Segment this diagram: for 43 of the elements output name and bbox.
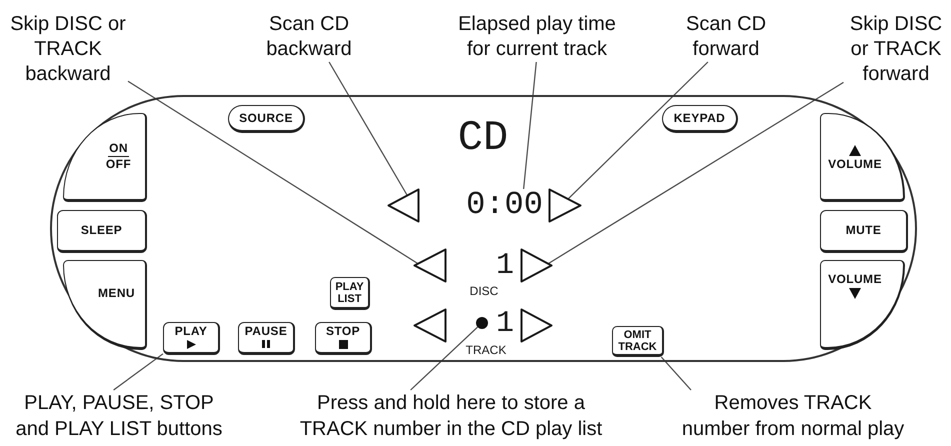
leader-line [410, 326, 478, 390]
callout-text: Skip DISC or TRACK forward [844, 12, 948, 87]
omit-track-button: OMIT TRACK [612, 326, 664, 357]
leader-line [128, 80, 418, 264]
right-arrow-button [520, 308, 553, 343]
menu-button: MENU [63, 260, 147, 350]
callout-text: Scan CD forward [676, 12, 776, 62]
volume-up-button: VOLUME [820, 113, 905, 202]
display-label: TRACK [466, 343, 506, 357]
mode-display: CD [458, 117, 508, 159]
callout-text: Scan CD backward [259, 12, 359, 62]
play-list-button: PLAY LIST [330, 277, 370, 310]
leader-line [113, 353, 164, 390]
source-button: SOURCE [228, 105, 305, 133]
right-arrow-button [548, 188, 582, 223]
left-arrow-button [413, 308, 447, 343]
volume-down-button: VOLUME [820, 260, 905, 350]
right-arrow-button [520, 248, 553, 283]
control-panel [50, 95, 917, 362]
stop-button: STOP [315, 322, 372, 355]
callout-text: PLAY, PAUSE, STOP and PLAY LIST buttons [9, 390, 229, 442]
left-arrow-button [387, 188, 420, 223]
display-label: DISC [470, 284, 498, 298]
touch-dot [476, 317, 488, 329]
leader-line [548, 82, 844, 264]
sleep-button: SLEEP [57, 210, 147, 253]
play-button: PLAY [163, 322, 220, 355]
leader-line [660, 356, 692, 390]
power-button: ON OFF [63, 113, 147, 202]
time-display: 0:00 [466, 189, 543, 221]
callout-text: Removes TRACK number from normal play [680, 390, 906, 442]
leader-line [568, 62, 708, 200]
digit-display: 1 [496, 251, 514, 281]
keypad-button: KEYPAD [662, 105, 738, 133]
pause-button: PAUSE [238, 322, 295, 355]
leader-line [523, 62, 537, 190]
callout-text: Press and hold here to store a TRACK number in the CD play list [291, 390, 611, 442]
leader-line [328, 62, 408, 196]
callout-text: Skip DISC or TRACK backward [8, 12, 128, 87]
callout-text: Elapsed play time for current track [452, 12, 622, 62]
mute-button: MUTE [820, 210, 908, 253]
left-arrow-button [413, 248, 447, 283]
digit-display: 1 [496, 309, 514, 339]
